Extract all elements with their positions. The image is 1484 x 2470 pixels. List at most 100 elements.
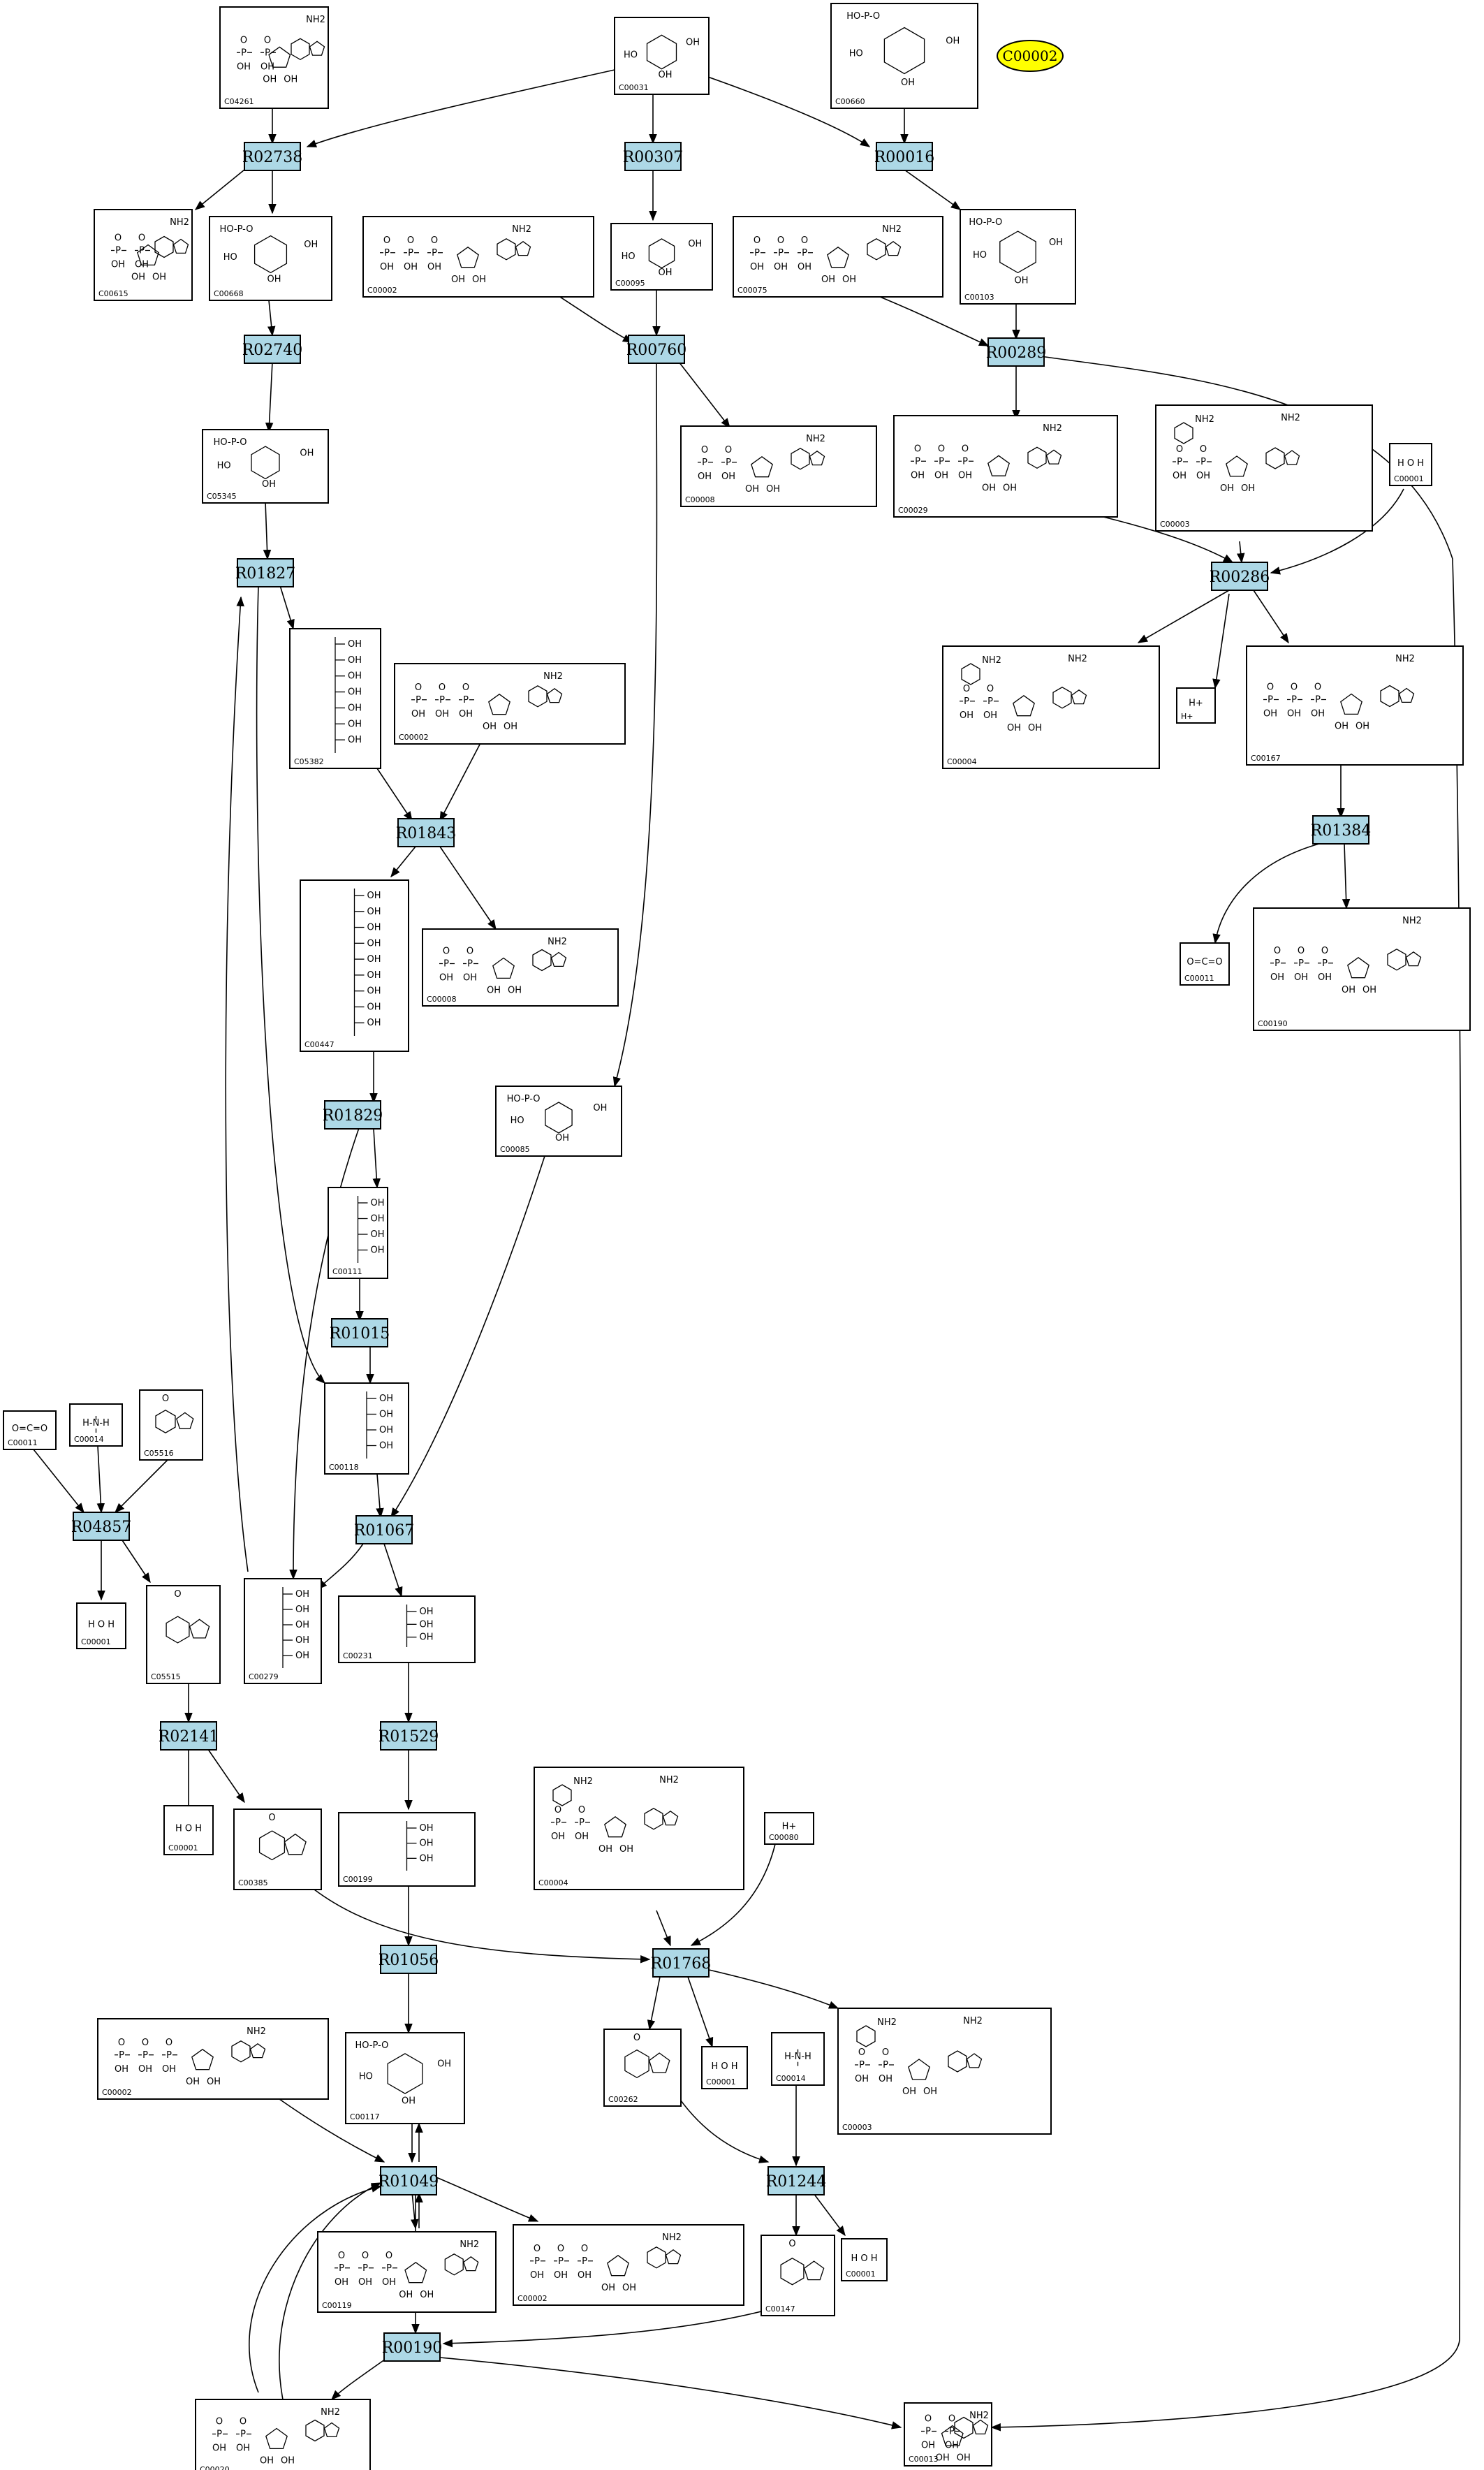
svg-text:P: P [579, 1818, 585, 1828]
reaction-node-r04857[interactable]: R04857 [71, 1512, 132, 1541]
reaction-node-r01829[interactable]: R01829 [323, 1100, 383, 1130]
svg-text:O: O [216, 2417, 223, 2427]
svg-text:OH: OH [260, 61, 274, 72]
structure-drawing: H+ [1189, 699, 1203, 709]
highlight-compound[interactable]: C00002 [997, 40, 1064, 72]
compound-node-c00080a[interactable]: H+H+ [1176, 687, 1216, 724]
svg-text:OH: OH [138, 2064, 152, 2075]
svg-text:NH2: NH2 [306, 15, 325, 25]
svg-text:OH: OH [437, 2059, 451, 2070]
reaction-node-r02740[interactable]: R02740 [242, 335, 303, 364]
reaction-node-r01827[interactable]: R01827 [235, 558, 296, 587]
reaction-node-r00760[interactable]: R00760 [626, 335, 687, 364]
svg-text:OH: OH [419, 1839, 433, 1849]
compound-id-label: C00385 [238, 1878, 268, 1887]
reaction-node-r00286[interactable]: R00286 [1210, 562, 1270, 591]
reaction-node-r00307[interactable]: R00307 [623, 142, 684, 171]
compound-node-c00080b[interactable]: H+C00080 [764, 1812, 814, 1845]
svg-text:OH: OH [504, 722, 517, 732]
reaction-node-r01049[interactable]: R01049 [379, 2166, 439, 2195]
svg-text:OH: OH [370, 1198, 384, 1208]
svg-text:O: O [174, 1589, 181, 1600]
svg-text:OH: OH [367, 1018, 381, 1028]
reaction-node-r01244[interactable]: R01244 [766, 2166, 827, 2195]
reaction-node-r01843[interactable]: R01843 [396, 818, 457, 847]
reaction-node-r00016[interactable]: R00016 [874, 142, 935, 171]
svg-text:P: P [386, 2263, 392, 2274]
svg-text:P: P [1315, 695, 1321, 706]
reaction-node-r00289[interactable]: R00289 [986, 337, 1047, 367]
reaction-node-r00190[interactable]: R00190 [382, 2332, 443, 2362]
svg-text:OH: OH [1003, 483, 1017, 493]
svg-text:OH: OH [411, 709, 425, 719]
compound-id-label: C00002 [102, 2088, 132, 2097]
reaction-node-r01529[interactable]: R01529 [379, 1721, 439, 1751]
compound-id-label: C00029 [898, 506, 928, 515]
reaction-node-r01015[interactable]: R01015 [330, 1318, 390, 1347]
svg-text:NH2: NH2 [982, 655, 1001, 666]
svg-text:OH: OH [300, 448, 314, 458]
svg-text:O: O [462, 682, 469, 693]
reaction-node-r01768[interactable]: R01768 [651, 1948, 712, 1978]
svg-text:OH: OH [530, 2270, 544, 2281]
reaction-node-r02141[interactable]: R02141 [159, 1721, 219, 1751]
reaction-node-r01056[interactable]: R01056 [379, 1945, 439, 1974]
svg-text:O=C=O: O=C=O [12, 1424, 47, 1434]
reaction-node-r01067[interactable]: R01067 [354, 1515, 415, 1544]
reaction-node-r01384[interactable]: R01384 [1311, 815, 1372, 845]
reaction-node-r02738[interactable]: R02738 [242, 142, 303, 171]
svg-text:HO: HO [217, 460, 231, 471]
